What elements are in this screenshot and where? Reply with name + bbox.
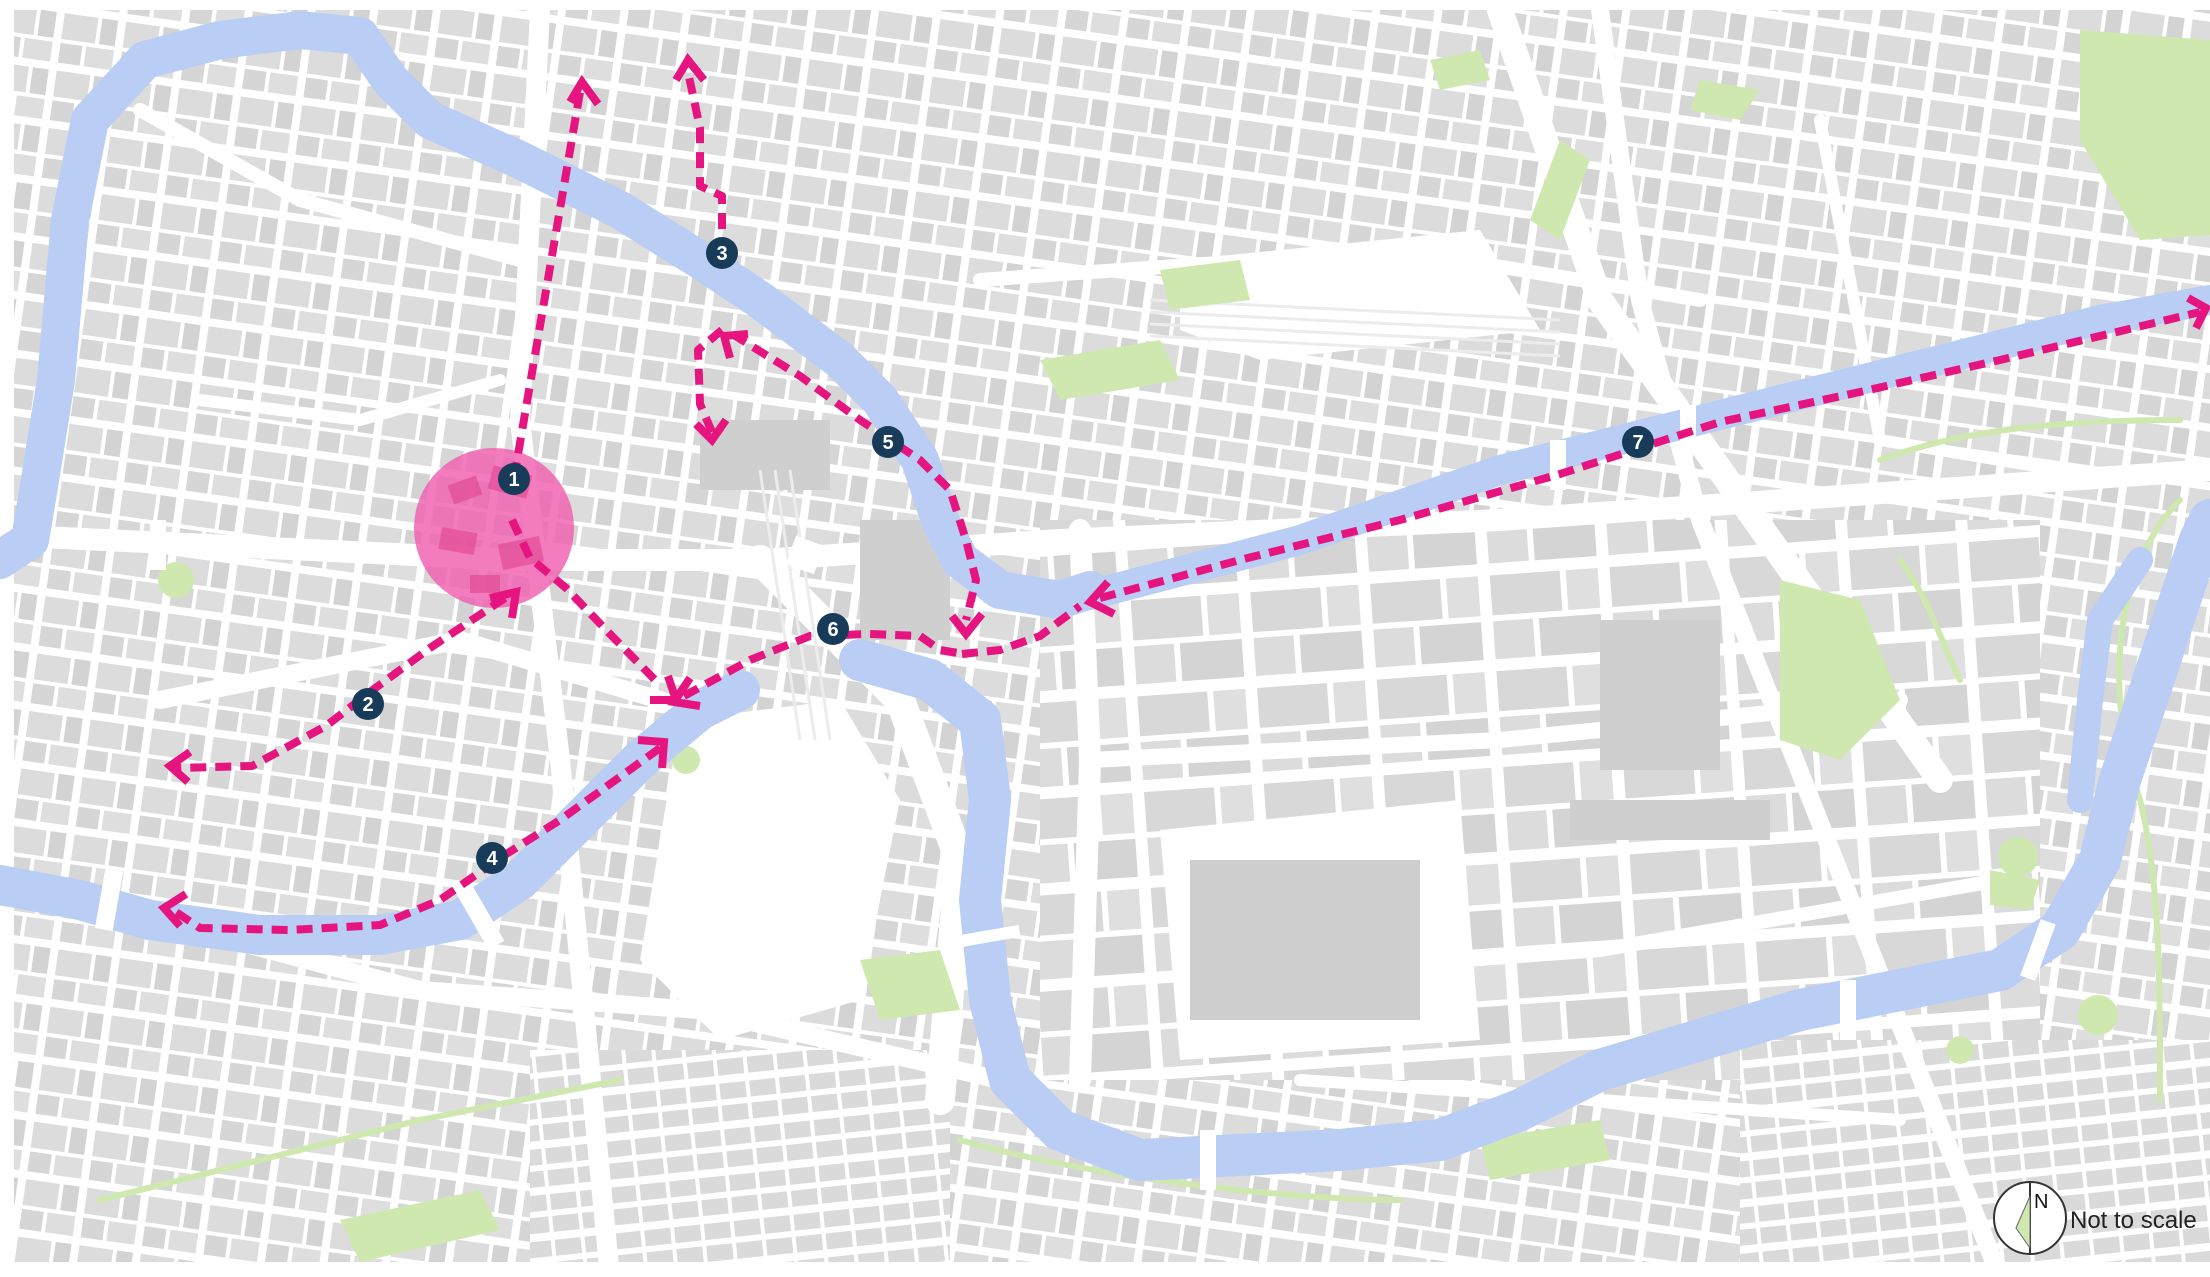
arrow-7-west [1083,579,1116,618]
marker-2-label: 2 [362,694,373,716]
map-legend: N Not to scale [1993,1181,2197,1255]
route-1-south-east [508,518,663,688]
route-markers: 1 2 3 4 5 6 7 [352,237,1654,874]
north-arrow: N [1993,1181,2067,1255]
arrow-5-north-west [718,330,749,360]
marker-6-label: 6 [827,619,838,641]
arrowheads [157,53,2210,929]
south-east-terraces [1740,1040,2210,1277]
route-6-east [961,602,1083,658]
arrow-4-north-east [637,736,669,769]
arrow-2-west [163,748,193,785]
marker-1-label: 1 [508,469,519,491]
marker-7-label: 7 [1632,432,1643,454]
marker-2[interactable]: 2 [352,688,384,720]
river-north-west [0,11,1109,619]
marker-5-label: 5 [882,432,893,454]
left-margin [0,0,14,1277]
river-east-branch [2067,547,2153,813]
arrow-6-west [667,675,701,710]
marker-1[interactable]: 1 [498,463,530,495]
river-south-loop [839,499,2210,1181]
river-north-east [1075,285,2210,610]
marker-5[interactable]: 5 [872,426,904,458]
marker-4[interactable]: 4 [476,842,508,874]
north-arrow-icon [2015,1195,2031,1250]
scale-note: Not to scale [2070,1207,2197,1234]
route-3-south [694,326,725,434]
marker-7[interactable]: 7 [1622,426,1654,458]
arrow-3-north [672,53,708,83]
arrow-1-north [566,74,602,107]
arrow-4-west [157,890,189,929]
arrow-hub [489,586,521,619]
arrow-5-south [948,611,986,641]
bottom-margin [0,1262,2210,1277]
arrow-3-south [693,417,730,447]
parks [158,30,2210,1262]
marker-4-label: 4 [486,848,498,870]
marker-3-label: 3 [716,243,727,265]
arrow-7-east [2186,294,2210,330]
top-margin [0,0,2210,10]
route-6 [682,630,965,700]
route-3-north [684,71,726,254]
rail-lines [758,298,1561,741]
bridges [94,405,2056,1190]
route-4 [167,744,663,934]
marker-6[interactable]: 6 [817,613,849,645]
north-label: N [2034,1191,2048,1213]
route-5 [729,330,980,621]
marker-3[interactable]: 3 [706,237,738,269]
route-1-north [510,91,584,479]
route-2 [175,594,508,772]
